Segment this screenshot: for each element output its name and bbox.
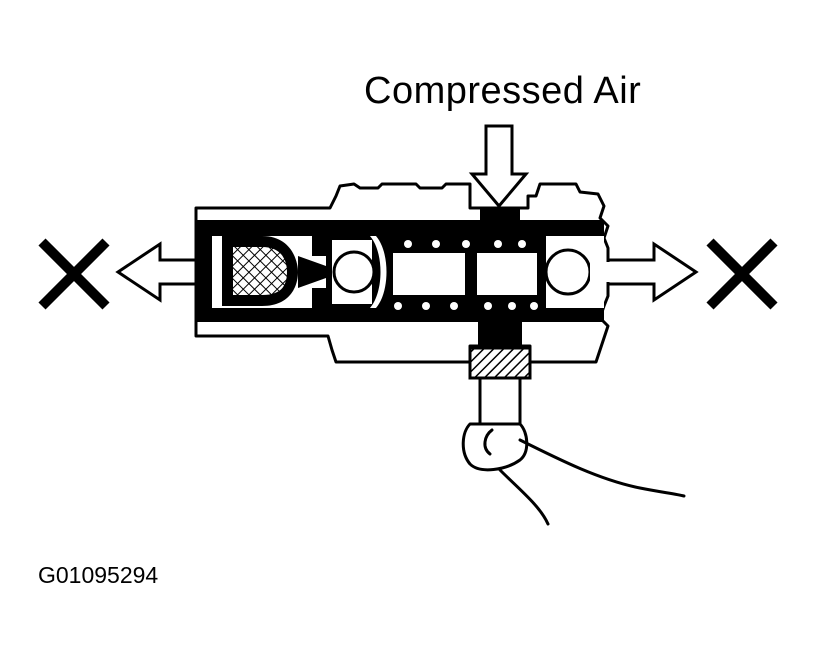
- x-mark-left-icon: [38, 238, 110, 310]
- spring-coils-top: [404, 240, 526, 248]
- arrow-down-icon: [468, 124, 530, 209]
- valve-body: [194, 182, 610, 364]
- compressed-air-label: Compressed Air: [364, 70, 642, 112]
- figure-id: G01095294: [38, 562, 159, 588]
- hand-icon: [461, 422, 686, 526]
- arrow-left-icon: [115, 241, 202, 303]
- arrow-right-icon: [604, 241, 699, 303]
- spring-coils-bottom: [394, 302, 538, 310]
- x-mark-right-icon: [706, 238, 778, 310]
- valve-plug: [468, 346, 532, 426]
